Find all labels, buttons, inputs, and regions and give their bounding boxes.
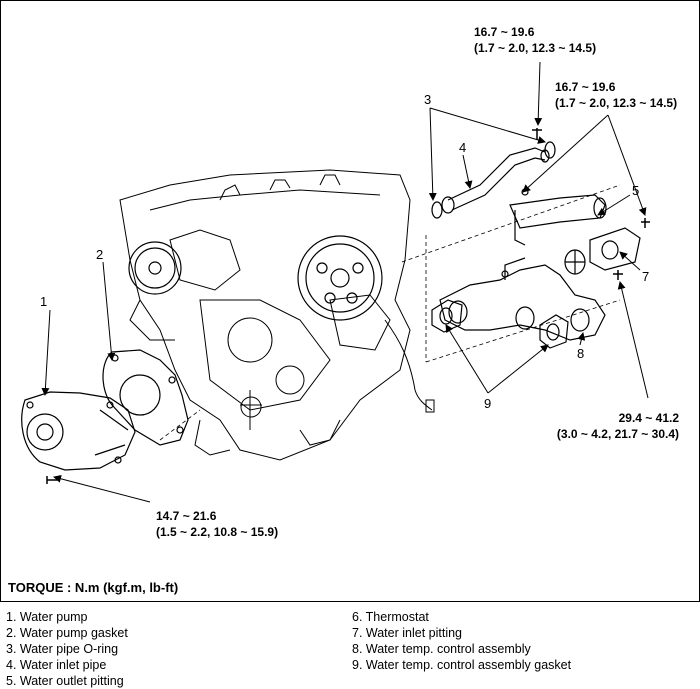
gaskets bbox=[431, 299, 569, 349]
engine-diagram bbox=[21, 61, 650, 503]
water-pump bbox=[21, 391, 136, 471]
callout-5: 5 bbox=[632, 183, 640, 198]
engine-block bbox=[119, 169, 435, 461]
legend-left: 1. Water pump 2. Water pump gasket 3. Wa… bbox=[6, 609, 128, 689]
callout-2: 2 bbox=[96, 247, 104, 262]
callout-1: 1 bbox=[40, 294, 48, 309]
torque-value: 14.7 ~ 21.6 bbox=[156, 509, 217, 523]
legend-item: 9. Water temp. control assembly gasket bbox=[352, 658, 572, 672]
bolt-right bbox=[641, 218, 650, 228]
water-inlet-pitting bbox=[589, 227, 641, 271]
torque-value-alt: (1.7 ~ 2.0, 12.3 ~ 14.5) bbox=[474, 41, 597, 55]
camshaft-sprocket-right bbox=[297, 235, 383, 321]
torque-spec-right: 16.7 ~ 19.6 (1.7 ~ 2.0, 12.3 ~ 14.5) bbox=[555, 79, 677, 111]
legend-item: 3. Water pipe O-ring bbox=[6, 642, 119, 656]
water-pump-gasket bbox=[102, 349, 189, 446]
pump-bolt bbox=[46, 476, 60, 484]
water-temp-control-assembly bbox=[439, 257, 606, 341]
leader-lines bbox=[41, 61, 649, 503]
callout-7: 7 bbox=[642, 269, 650, 284]
torque-spec-top: 16.7 ~ 19.6 (1.7 ~ 2.0, 12.3 ~ 14.5) bbox=[474, 24, 596, 56]
callout-3: 3 bbox=[424, 92, 432, 107]
legend-right: 6. Thermostat 7. Water inlet pitting 8. … bbox=[352, 609, 571, 673]
callout-9: 9 bbox=[484, 396, 492, 411]
callout-8: 8 bbox=[577, 346, 585, 361]
thermostat bbox=[564, 249, 586, 275]
camshaft-sprocket-left bbox=[128, 241, 182, 295]
torque-spec-inlet: 29.4 ~ 41.2 (3.0 ~ 4.2, 21.7 ~ 30.4) bbox=[519, 410, 679, 442]
legend-item: 4. Water inlet pipe bbox=[6, 658, 107, 672]
legend-item: 5. Water outlet pitting bbox=[6, 674, 124, 688]
torque-value-alt: (1.5 ~ 2.2, 10.8 ~ 15.9) bbox=[156, 525, 279, 539]
legend-item: 8. Water temp. control assembly bbox=[352, 642, 531, 656]
torque-unit-label: TORQUE : N.m (kgf.m, lb-ft) bbox=[8, 580, 179, 595]
torque-value-alt: (3.0 ~ 4.2, 21.7 ~ 30.4) bbox=[556, 427, 679, 441]
water-inlet-pipe bbox=[441, 147, 550, 214]
assembly-outline bbox=[159, 184, 621, 441]
legend-item: 6. Thermostat bbox=[352, 610, 429, 624]
bolt-top bbox=[532, 128, 542, 140]
o-rings bbox=[431, 141, 556, 219]
callout-4: 4 bbox=[459, 140, 467, 155]
torque-value: 16.7 ~ 19.6 bbox=[474, 25, 535, 39]
water-outlet-pitting bbox=[509, 188, 607, 246]
legend-item: 2. Water pump gasket bbox=[6, 626, 128, 640]
torque-value-alt: (1.7 ~ 2.0, 12.3 ~ 14.5) bbox=[555, 96, 678, 110]
bolt-inlet bbox=[613, 270, 623, 280]
legend-item: 1. Water pump bbox=[6, 610, 88, 624]
torque-spec-pump: 14.7 ~ 21.6 (1.5 ~ 2.2, 10.8 ~ 15.9) bbox=[156, 508, 278, 540]
torque-value: 29.4 ~ 41.2 bbox=[618, 411, 679, 425]
legend-item: 7. Water inlet pitting bbox=[352, 626, 463, 640]
torque-value: 16.7 ~ 19.6 bbox=[555, 80, 616, 94]
